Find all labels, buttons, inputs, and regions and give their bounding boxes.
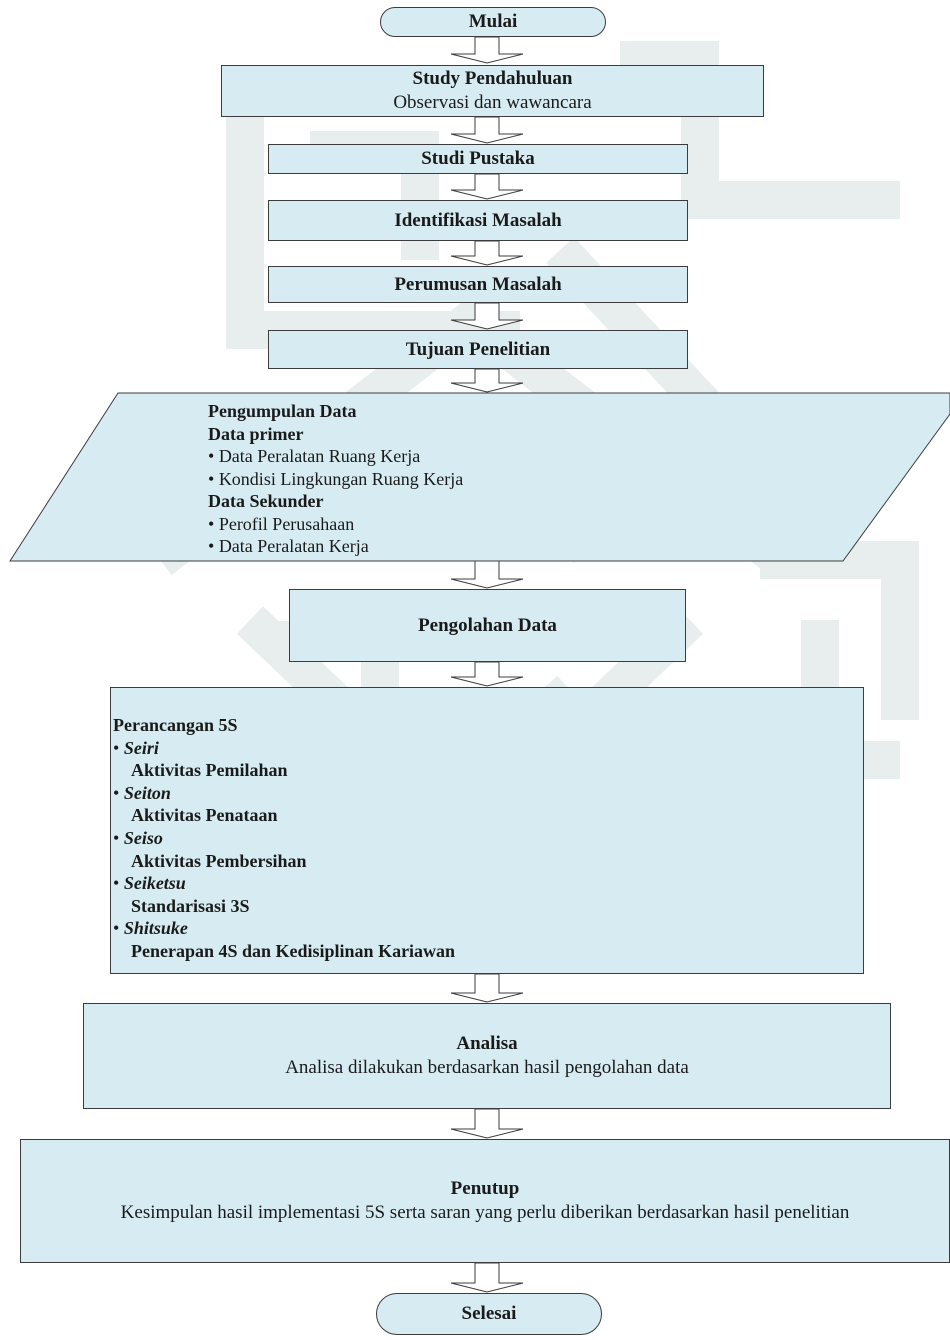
pengumpulan-title: Pengumpulan Data	[208, 401, 357, 421]
pengolahan-data-box: Pengolahan Data	[289, 589, 686, 662]
perumusan-label: Perumusan Masalah	[394, 273, 562, 295]
5s-term: • Shitsuke	[113, 918, 188, 939]
start-terminator: Mulai	[380, 7, 606, 37]
start-label: Mulai	[468, 11, 518, 32]
primer-item: • Data Peralatan Ruang Kerja	[208, 446, 421, 466]
sekunder-item: • Perofil Perusahaan	[208, 513, 355, 534]
identifikasi-label: Identifikasi Masalah	[394, 209, 562, 231]
primer-title: Data primer	[208, 423, 304, 444]
connector-arrow	[450, 560, 524, 589]
5s-desc: Aktivitas Pembersihan	[131, 850, 307, 871]
identifikasi-masalah-box: Identifikasi Masalah	[268, 200, 688, 241]
analisa-box: Analisa Analisa dilakukan berdasarkan ha…	[83, 1003, 891, 1109]
penutup-title: Penutup	[450, 1178, 520, 1199]
analisa-title: Analisa	[456, 1033, 518, 1054]
5s-term: • Seiso	[113, 827, 163, 848]
studi-pustaka-box: Studi Pustaka	[268, 144, 688, 174]
connector-arrow	[450, 173, 524, 200]
5s-desc: Penerapan 4S dan Kedisiplinan Kariawan	[131, 940, 456, 961]
connector-arrow	[450, 973, 524, 1003]
perumusan-masalah-box: Perumusan Masalah	[268, 266, 688, 303]
study-pendahuluan-box: Study Pendahuluan Observasi dan wawancar…	[221, 65, 764, 117]
sekunder-item: • Data Peralatan Kerja	[208, 536, 369, 556]
pengumpulan-data-content: Pengumpulan Data Data primer • Data Pera…	[208, 400, 463, 558]
connector-arrow	[450, 302, 524, 330]
5s-desc: Aktivitas Penataan	[131, 805, 278, 826]
5s-desc: Aktivitas Pemilahan	[131, 760, 288, 781]
connector-arrow	[450, 1262, 524, 1293]
perancangan-5s-box	[110, 687, 864, 974]
5s-term: • Seiton	[113, 782, 171, 803]
5s-term: • Seiri	[113, 737, 159, 758]
5s-term: • Seiketsu	[113, 873, 186, 894]
connector-arrow	[450, 116, 524, 144]
primer-item: • Kondisi Lingkungan Ruang Kerja	[208, 468, 464, 489]
connector-arrow	[450, 1108, 524, 1139]
perancangan-title: Perancangan 5S	[113, 715, 238, 735]
end-terminator: Selesai	[376, 1293, 602, 1335]
end-label: Selesai	[461, 1303, 517, 1324]
sekunder-title: Data Sekunder	[208, 491, 324, 511]
tujuan-label: Tujuan Penelitian	[405, 338, 551, 360]
penutup-box: Penutup Kesimpulan hasil implementasi 5S…	[20, 1139, 950, 1263]
pustaka-label: Studi Pustaka	[421, 148, 535, 169]
connector-arrow	[450, 368, 524, 393]
study-subtitle: Observasi dan wawancara	[393, 92, 592, 113]
connector-arrow	[450, 661, 524, 687]
5s-desc: Standarisasi 3S	[131, 895, 250, 916]
penutup-subtitle: Kesimpulan hasil implementasi 5S serta s…	[120, 1202, 850, 1223]
study-title: Study Pendahuluan	[412, 68, 573, 89]
connector-arrow	[450, 36, 524, 64]
analisa-subtitle: Analisa dilakukan berdasarkan hasil peng…	[285, 1057, 689, 1078]
perancangan-5s-content: Perancangan 5S • Seiri Aktivitas Pemilah…	[113, 714, 455, 963]
tujuan-penelitian-box: Tujuan Penelitian	[268, 330, 688, 369]
pengolahan-label: Pengolahan Data	[418, 614, 557, 636]
connector-arrow	[450, 240, 524, 266]
